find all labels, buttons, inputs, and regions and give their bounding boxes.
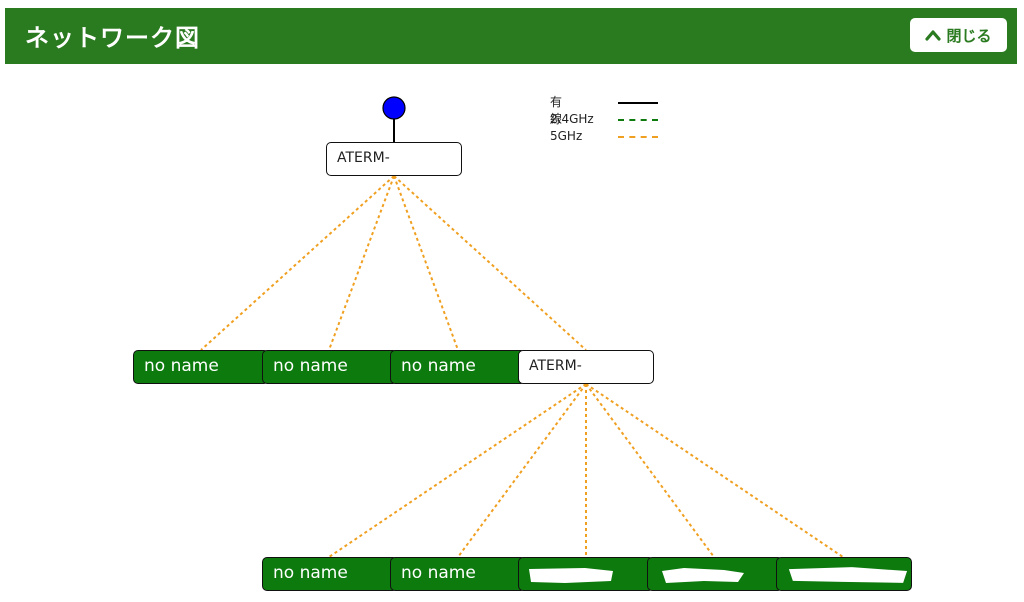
redacted-name-mark bbox=[788, 567, 908, 583]
link-5ghz-6 bbox=[457, 383, 587, 558]
router-name: ATERM- bbox=[529, 358, 582, 374]
device-node[interactable]: no name bbox=[390, 350, 526, 384]
device-name: no name bbox=[401, 563, 476, 583]
device-node[interactable]: no name bbox=[390, 557, 526, 591]
device-name: no name bbox=[144, 356, 219, 376]
device-node-redacted[interactable] bbox=[518, 557, 654, 591]
chevron-up-icon bbox=[925, 30, 942, 41]
router-node-root[interactable]: ATERM- bbox=[326, 142, 462, 176]
link-5ghz-1 bbox=[200, 175, 395, 351]
legend-24ghz-label: 2.4GHz bbox=[550, 112, 594, 126]
legend-24ghz-line bbox=[618, 119, 658, 121]
redacted-name-mark bbox=[529, 568, 613, 583]
router-name: ATERM- bbox=[337, 150, 390, 166]
legend-wired-line bbox=[618, 102, 658, 104]
link-5ghz-5 bbox=[328, 383, 587, 558]
router-node-repeater[interactable]: ATERM- bbox=[518, 350, 654, 384]
close-button-label: 閉じる bbox=[946, 26, 992, 45]
device-node[interactable]: no name bbox=[133, 350, 269, 384]
header-bar: ネットワーク図 閉じる bbox=[5, 8, 1017, 64]
link-5ghz-4 bbox=[393, 175, 587, 351]
redacted-name-mark bbox=[662, 568, 744, 583]
device-name: no name bbox=[401, 356, 476, 376]
close-button[interactable]: 閉じる bbox=[910, 18, 1007, 52]
device-node-redacted[interactable] bbox=[647, 557, 783, 591]
device-name: no name bbox=[273, 356, 348, 376]
device-name: no name bbox=[273, 563, 348, 583]
legend-5ghz-line bbox=[618, 136, 658, 138]
link-5ghz-8 bbox=[585, 383, 715, 558]
link-5ghz-9 bbox=[585, 383, 844, 558]
device-node[interactable]: no name bbox=[262, 350, 398, 384]
link-5ghz-2 bbox=[328, 175, 395, 351]
device-node-redacted[interactable] bbox=[776, 557, 912, 591]
device-node[interactable]: no name bbox=[262, 557, 398, 591]
internet-node-icon bbox=[382, 96, 406, 120]
legend-wired-label: 有線 bbox=[550, 95, 563, 126]
page-title: ネットワーク図 bbox=[25, 24, 200, 52]
legend-5ghz-label: 5GHz bbox=[550, 129, 583, 143]
link-5ghz-3 bbox=[393, 175, 459, 351]
